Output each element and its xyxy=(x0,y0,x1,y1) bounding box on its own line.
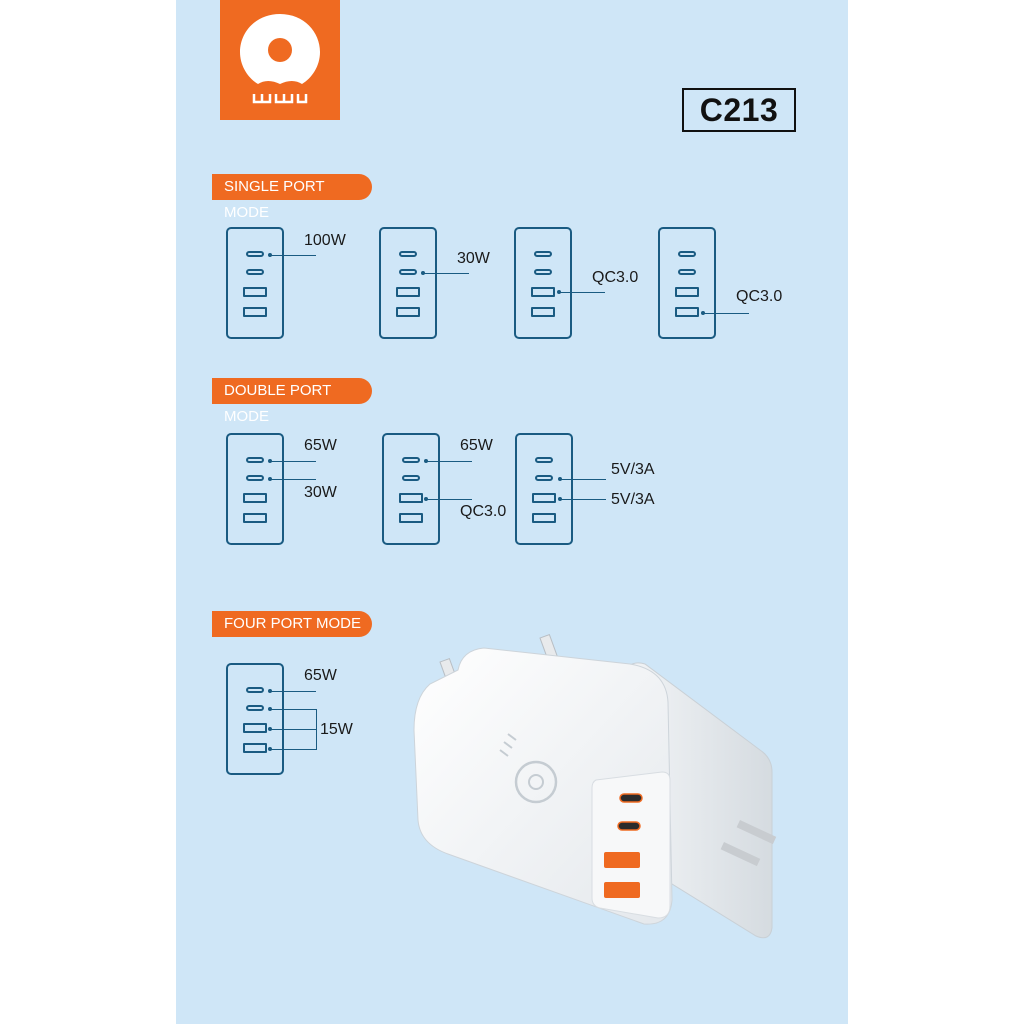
usb-a-port-1 xyxy=(399,493,423,503)
usb-a-port-2 xyxy=(532,513,556,523)
usb-c-port-2 xyxy=(399,269,417,275)
double-label-3b: 5V/3A xyxy=(611,491,655,508)
usb-c-port-2 xyxy=(678,269,696,275)
single-mode-card-4 xyxy=(658,227,716,339)
single-label-1: 100W xyxy=(304,232,346,249)
usb-a-port-2 xyxy=(243,513,267,523)
usb-a-port-2 xyxy=(243,743,267,753)
brand-logo xyxy=(220,0,340,120)
usb-a-port-1 xyxy=(532,493,556,503)
usb-c-port-1 xyxy=(399,251,417,257)
single-mode-card-1 xyxy=(226,227,284,339)
double-label-1b: 30W xyxy=(304,484,337,501)
usb-c-port-2 xyxy=(402,475,420,481)
double-mode-card-1 xyxy=(226,433,284,545)
usb-a-port-2 xyxy=(396,307,420,317)
usb-c-port-2 xyxy=(246,475,264,481)
single-mode-card-3 xyxy=(514,227,572,339)
usb-a-port-2 xyxy=(531,307,555,317)
usb-a-port-1 xyxy=(396,287,420,297)
connector-line xyxy=(270,691,316,692)
usb-a-port-1 xyxy=(243,287,267,297)
connector-line xyxy=(426,461,472,462)
double-label-1a: 65W xyxy=(304,437,337,454)
usb-c-port-2 xyxy=(534,269,552,275)
usb-c-port-1 xyxy=(678,251,696,257)
single-label-4: QC3.0 xyxy=(736,288,783,305)
charger-product-image xyxy=(413,633,777,939)
double-mode-card-3 xyxy=(515,433,573,545)
connector-line xyxy=(703,313,749,314)
usb-a-port-1 xyxy=(531,287,555,297)
connector-line xyxy=(559,292,605,293)
usb-c-port-2 xyxy=(246,705,264,711)
double-label-3a: 5V/3A xyxy=(611,461,655,478)
connector-line xyxy=(560,499,606,500)
usb-c-port-1 xyxy=(534,251,552,257)
single-label-2: 30W xyxy=(457,250,490,267)
four-port-mode-title: FOUR PORT MODE xyxy=(212,611,372,637)
connector-line xyxy=(270,255,316,256)
connector-line xyxy=(426,499,472,500)
single-port-mode-title: SINGLE PORT MODE xyxy=(212,174,372,221)
usb-a-port-1 xyxy=(243,493,267,503)
usb-a-port-2 xyxy=(399,513,423,523)
four-label-65w: 65W xyxy=(304,667,337,684)
usb-c-port-1 xyxy=(246,457,264,463)
bracket-line xyxy=(316,709,317,750)
usb-c-port-2 xyxy=(535,475,553,481)
four-mode-card xyxy=(226,663,284,775)
usb-a-port-2 xyxy=(675,307,699,317)
double-label-2a: 65W xyxy=(460,437,493,454)
double-label-2b: QC3.0 xyxy=(460,503,507,520)
double-port-mode-title: DOUBLE PORT MODE xyxy=(212,378,372,425)
connector-line xyxy=(270,729,316,730)
connector-line xyxy=(423,273,469,274)
single-mode-card-2 xyxy=(379,227,437,339)
usb-a-port-1 xyxy=(243,723,267,733)
four-label-15w: 15W xyxy=(320,721,353,738)
connector-line xyxy=(270,709,316,710)
usb-c-port-1 xyxy=(246,687,264,693)
usb-c-port-1 xyxy=(246,251,264,257)
usb-a-port-2 xyxy=(243,307,267,317)
single-label-3: QC3.0 xyxy=(592,269,639,286)
usb-a-port-1 xyxy=(675,287,699,297)
connector-line xyxy=(270,461,316,462)
usb-c-port-2 xyxy=(246,269,264,275)
usb-c-port-1 xyxy=(402,457,420,463)
usb-c-port-1 xyxy=(535,457,553,463)
connector-line xyxy=(270,749,316,750)
double-mode-card-2 xyxy=(382,433,440,545)
connector-line xyxy=(270,479,316,480)
model-number: C213 xyxy=(682,88,796,132)
connector-line xyxy=(560,479,606,480)
